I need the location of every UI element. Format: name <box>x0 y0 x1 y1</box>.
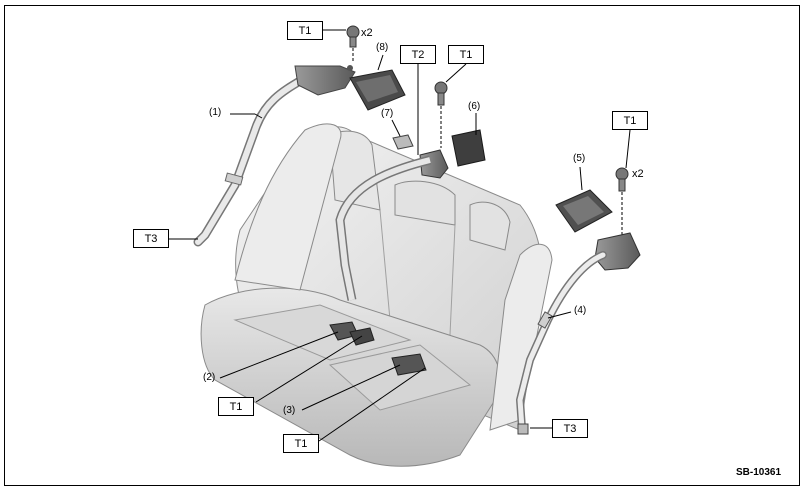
quantity-left: x2 <box>361 27 373 39</box>
left-side-trim <box>234 123 342 291</box>
callout-part-1: (1) <box>209 107 222 118</box>
right-side-trim <box>489 243 553 431</box>
rear-seat-cushion <box>200 287 501 467</box>
leader-lines <box>169 29 631 442</box>
callout-part-8: (8) <box>376 42 389 53</box>
belt-guide-clip <box>392 134 414 150</box>
right-belt-guide <box>537 311 553 329</box>
center-retractor-cover <box>451 129 486 167</box>
callout-part-3: (3) <box>283 405 296 416</box>
torque-label-t3-right: T3 <box>552 419 588 438</box>
torque-label-t1-bottom-b: T1 <box>283 434 319 453</box>
torque-label-t1-top-left: T1 <box>287 21 323 40</box>
callout-part-5: (5) <box>573 153 586 164</box>
left-belt-guide <box>224 172 244 186</box>
callout-part-4: (4) <box>574 305 587 316</box>
right-bolt <box>615 167 629 235</box>
torque-label-t1-bottom-a: T1 <box>218 397 254 416</box>
callout-part-6: (6) <box>468 101 481 112</box>
center-belt-webbing <box>336 157 431 301</box>
center-bolt <box>434 81 448 148</box>
torque-label-t1-center: T1 <box>448 45 484 64</box>
left-retractor <box>294 65 356 96</box>
torque-label-t1-right: T1 <box>612 111 648 130</box>
left-bolt <box>346 25 360 62</box>
torque-label-t2-center: T2 <box>400 45 436 64</box>
callout-part-7: (7) <box>381 108 394 119</box>
right-anchor <box>517 423 529 435</box>
quantity-right: x2 <box>632 168 644 180</box>
right-buckle <box>391 353 427 376</box>
figure-code: SB-10361 <box>736 467 782 478</box>
torque-label-t3-left: T3 <box>133 229 169 248</box>
right-belt-webbing <box>517 252 606 431</box>
callout-part-2: (2) <box>203 372 216 383</box>
